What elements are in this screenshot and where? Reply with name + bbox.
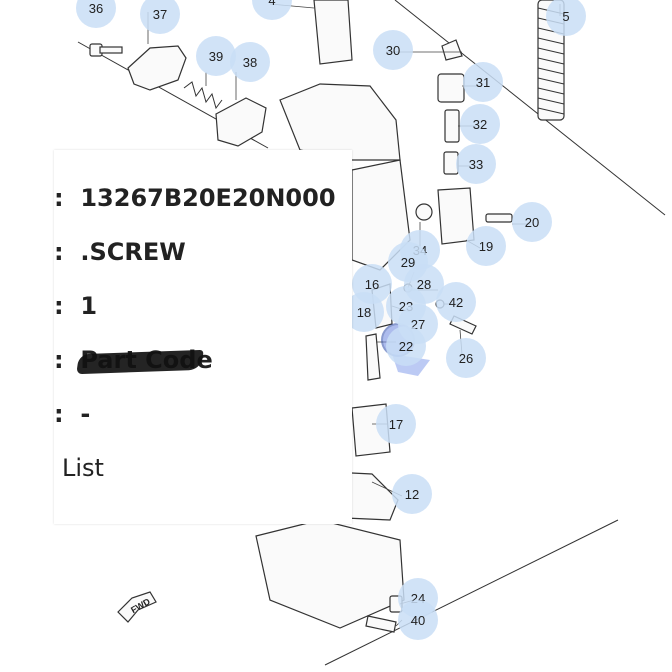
redacted-remarks: Part Code <box>76 346 213 375</box>
callout-circle <box>512 202 552 242</box>
callout-4: 4 <box>252 0 292 20</box>
o-ring-part <box>415 203 433 221</box>
callout-30: 30 <box>373 30 413 70</box>
callout-22: 22 <box>386 326 426 366</box>
callout-number: 38 <box>243 55 257 70</box>
callout-33: 33 <box>456 144 496 184</box>
cap-part <box>441 39 463 61</box>
callout-number: 20 <box>525 215 539 230</box>
callout-circle <box>76 0 116 28</box>
callout-37: 37 <box>140 0 180 34</box>
float-bowl-part <box>255 519 405 629</box>
colon-label: : <box>54 238 64 266</box>
carburetor-top-part <box>313 0 353 65</box>
callout-circle <box>446 338 486 378</box>
screw-part <box>89 43 123 57</box>
cover-part <box>127 45 187 91</box>
colon-label: : <box>54 400 64 428</box>
colon-label: : <box>54 184 64 212</box>
drain-screw-part <box>365 615 397 633</box>
callout-number: 12 <box>405 487 419 502</box>
callout-number: 31 <box>476 75 490 90</box>
callout-number: 19 <box>479 239 493 254</box>
dash-value: - <box>80 400 91 428</box>
fitting-part <box>437 73 465 103</box>
screw-part <box>485 213 513 223</box>
callout-39: 39 <box>196 36 236 76</box>
callout-number: 28 <box>417 277 431 292</box>
callout-number: 32 <box>473 117 487 132</box>
callout-number: 36 <box>89 1 103 16</box>
callout-circle <box>386 326 426 366</box>
callout-19: 19 <box>466 226 506 266</box>
callout-31: 31 <box>463 62 503 102</box>
callout-32: 32 <box>460 104 500 144</box>
spring-part <box>183 81 223 110</box>
colon-label: : <box>54 346 64 374</box>
callout-number: 33 <box>469 157 483 172</box>
callout-number: 42 <box>449 295 463 310</box>
quantity-row: : 1 <box>54 292 97 320</box>
callout-circle <box>140 0 180 34</box>
callout-circle <box>456 144 496 184</box>
callout-number: 16 <box>365 277 379 292</box>
callout-circle <box>466 226 506 266</box>
callout-circle <box>373 30 413 70</box>
callout-number: 39 <box>209 49 223 64</box>
callout-5: 5 <box>546 0 586 36</box>
callout-circle <box>392 474 432 514</box>
callout-circle <box>376 404 416 444</box>
part-number-value: 13267B20E20N000 <box>80 184 336 212</box>
callout-36: 36 <box>76 0 116 28</box>
callout-circle <box>546 0 586 36</box>
callout-number: 37 <box>153 7 167 22</box>
part-name-value: .SCREW <box>80 238 186 266</box>
callout-12: 12 <box>392 474 432 514</box>
colon-label: : <box>54 292 64 320</box>
callout-26: 26 <box>446 338 486 378</box>
quantity-value: 1 <box>80 292 98 320</box>
housing-part <box>437 187 475 245</box>
callout-18: 18 <box>344 292 384 332</box>
callout-40: 40 <box>398 600 438 640</box>
callout-38: 38 <box>230 42 270 82</box>
nozzle-part <box>443 151 459 175</box>
callout-42: 42 <box>436 282 476 322</box>
carburetor-body-part <box>279 83 401 161</box>
callout-circle <box>460 104 500 144</box>
callout-number: 30 <box>386 43 400 58</box>
callout-number: 29 <box>401 255 415 270</box>
callout-circle <box>196 36 236 76</box>
callout-20: 20 <box>512 202 552 242</box>
callout-circle <box>230 42 270 82</box>
callout-circle <box>463 62 503 102</box>
callout-number: 5 <box>562 9 569 24</box>
callout-circle <box>252 0 292 20</box>
diaphragm-part <box>215 97 267 147</box>
callout-number: 18 <box>357 305 371 320</box>
part-info-panel: : 13267B20E20N000 : .SCREW : 1 : Part Co… <box>54 150 352 524</box>
callout-number: 40 <box>411 613 425 628</box>
pin-part <box>365 333 381 381</box>
spring-part <box>444 109 460 143</box>
list-label[interactable]: List <box>62 454 104 482</box>
callout-circle <box>398 600 438 640</box>
part-name-row: : .SCREW <box>54 238 186 266</box>
callout-number: 17 <box>389 417 403 432</box>
list-row: List <box>62 454 104 482</box>
part-number-row: : 13267B20E20N000 <box>54 184 336 212</box>
dash-row: : - <box>54 400 90 428</box>
callout-number: 4 <box>268 0 275 8</box>
forward-arrow-icon: FWD <box>117 591 157 623</box>
callout-number: 26 <box>459 351 473 366</box>
callout-number: 22 <box>399 339 413 354</box>
callout-circle <box>344 292 384 332</box>
callout-17: 17 <box>376 404 416 444</box>
callout-circle <box>436 282 476 322</box>
callout-group: 3637453938303132332019342928162342182722… <box>76 0 586 640</box>
remarks-row: : Part Code <box>54 346 213 375</box>
